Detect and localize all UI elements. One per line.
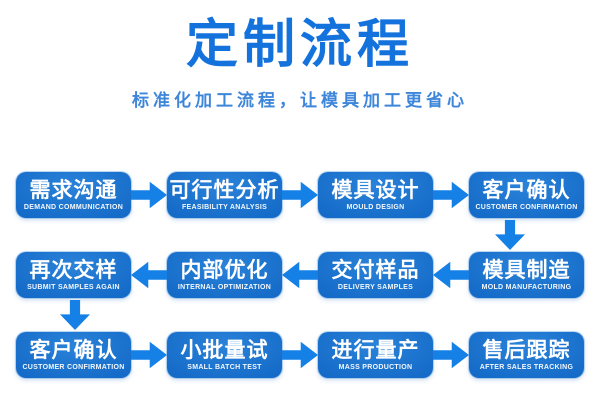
flow-step-box: 可行性分析 FEASIBILITY ANALYSIS	[167, 172, 282, 218]
flow-row-2: 再次交样 SUBMIT SAMPLES AGAIN 内部优化 INTERNAL …	[16, 252, 584, 298]
flow-step-box: 模具设计 MOULD DESIGN	[318, 172, 433, 218]
step-label-en: MOLD MANUFACTURING	[481, 283, 572, 291]
page-subtitle: 标准化加工流程，让模具加工更省心	[132, 91, 468, 110]
step-label-zh: 小批量试	[180, 338, 269, 362]
flow-step-box: 需求沟通 DEMAND COMMUNICATION	[16, 172, 131, 218]
step-label-en: CUSTOMER CONFIRMATION	[22, 363, 125, 371]
step-label-en: DELIVERY SAMPLES	[337, 283, 414, 291]
step-label-zh: 需求沟通	[29, 178, 118, 202]
step-label-en: DEMAND COMMUNICATION	[23, 203, 124, 211]
flow-row-3: 客户确认 CUSTOMER CONFIRMATION 小批量试 SMALL BA…	[16, 332, 584, 378]
flow-step-box: 内部优化 INTERNAL OPTIMIZATION	[167, 252, 282, 298]
flow-step-box: 客户确认 CUSTOMER CONFIRMATION	[469, 172, 584, 218]
flow-step-box: 售后跟踪 AFTER SALES TRACKING	[469, 332, 584, 378]
flow-step-box: 模具制造 MOLD MANUFACTURING	[469, 252, 584, 298]
arrow-left-icon	[131, 261, 167, 289]
flowchart: 需求沟通 DEMAND COMMUNICATION 可行性分析 FEASIBIL…	[16, 172, 584, 382]
arrow-right-icon	[433, 181, 469, 209]
arrow-right-icon	[282, 341, 318, 369]
step-label-en: CUSTOMER CONFIRMATION	[475, 203, 578, 211]
flow-step-box: 小批量试 SMALL BATCH TEST	[167, 332, 282, 378]
step-label-en: MASS PRODUCTION	[338, 363, 413, 371]
arrow-down-icon	[60, 300, 90, 330]
step-label-zh: 模具制造	[482, 258, 571, 282]
step-label-en: SMALL BATCH TEST	[187, 363, 262, 371]
step-label-en: SUBMIT SAMPLES AGAIN	[27, 283, 120, 291]
step-label-zh: 模具设计	[331, 178, 420, 202]
step-label-en: INTERNAL OPTIMIZATION	[177, 283, 272, 291]
step-label-en: MOULD DESIGN	[346, 203, 405, 211]
arrow-right-icon	[282, 181, 318, 209]
step-label-zh: 内部优化	[180, 258, 269, 282]
flow-row-1: 需求沟通 DEMAND COMMUNICATION 可行性分析 FEASIBIL…	[16, 172, 584, 218]
step-label-zh: 可行性分析	[169, 178, 280, 202]
arrow-left-icon	[433, 261, 469, 289]
step-label-en: FEASIBILITY ANALYSIS	[181, 203, 268, 211]
flow-step-box: 客户确认 CUSTOMER CONFIRMATION	[16, 332, 131, 378]
arrow-right-icon	[131, 341, 167, 369]
flow-step-box: 交付样品 DELIVERY SAMPLES	[318, 252, 433, 298]
step-label-zh: 售后跟踪	[482, 338, 571, 362]
step-label-en: AFTER SALES TRACKING	[479, 363, 574, 371]
step-label-zh: 客户确认	[482, 178, 571, 202]
step-label-zh: 客户确认	[29, 338, 118, 362]
arrow-down-icon	[495, 220, 525, 250]
step-label-zh: 再次交样	[29, 258, 118, 282]
step-label-zh: 交付样品	[331, 258, 420, 282]
arrow-right-icon	[131, 181, 167, 209]
arrow-right-icon	[433, 341, 469, 369]
arrow-left-icon	[282, 261, 318, 289]
step-label-zh: 进行量产	[331, 338, 420, 362]
page-title: 定制流程	[185, 16, 414, 74]
flow-step-box: 再次交样 SUBMIT SAMPLES AGAIN	[16, 252, 131, 298]
flow-step-box: 进行量产 MASS PRODUCTION	[318, 332, 433, 378]
